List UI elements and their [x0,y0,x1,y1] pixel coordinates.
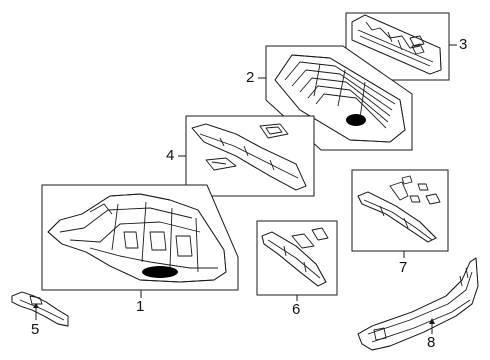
part-2-floor-pan-rear [274,54,406,143]
part-4-group [178,115,315,197]
part-3-rear-crossmember [351,14,442,75]
part-8-group [357,257,479,351]
callout-2: 2 [246,69,255,86]
callout-6: 6 [292,301,301,318]
part-1-floor-pan [47,193,227,283]
part-4-rail-set [191,123,307,191]
callout-3: 3 [459,36,468,53]
part-7-group [351,169,449,258]
part-6-side-rail [261,227,329,287]
part-3-group [345,12,457,81]
callout-8: 8 [427,334,436,351]
part-5-group [11,291,69,327]
part-7-crossmember-kit [357,175,441,243]
part-5-arrow-icon [33,303,39,308]
part-6-group [256,220,338,301]
part-8-rocker-panel [357,257,479,351]
callout-5: 5 [31,321,40,338]
callout-1: 1 [136,298,145,315]
part-1-group [41,184,239,298]
part-5-bracket [11,291,69,327]
callout-7: 7 [399,259,408,276]
callout-4: 4 [166,147,175,164]
part-8-arrow-icon [429,318,435,324]
